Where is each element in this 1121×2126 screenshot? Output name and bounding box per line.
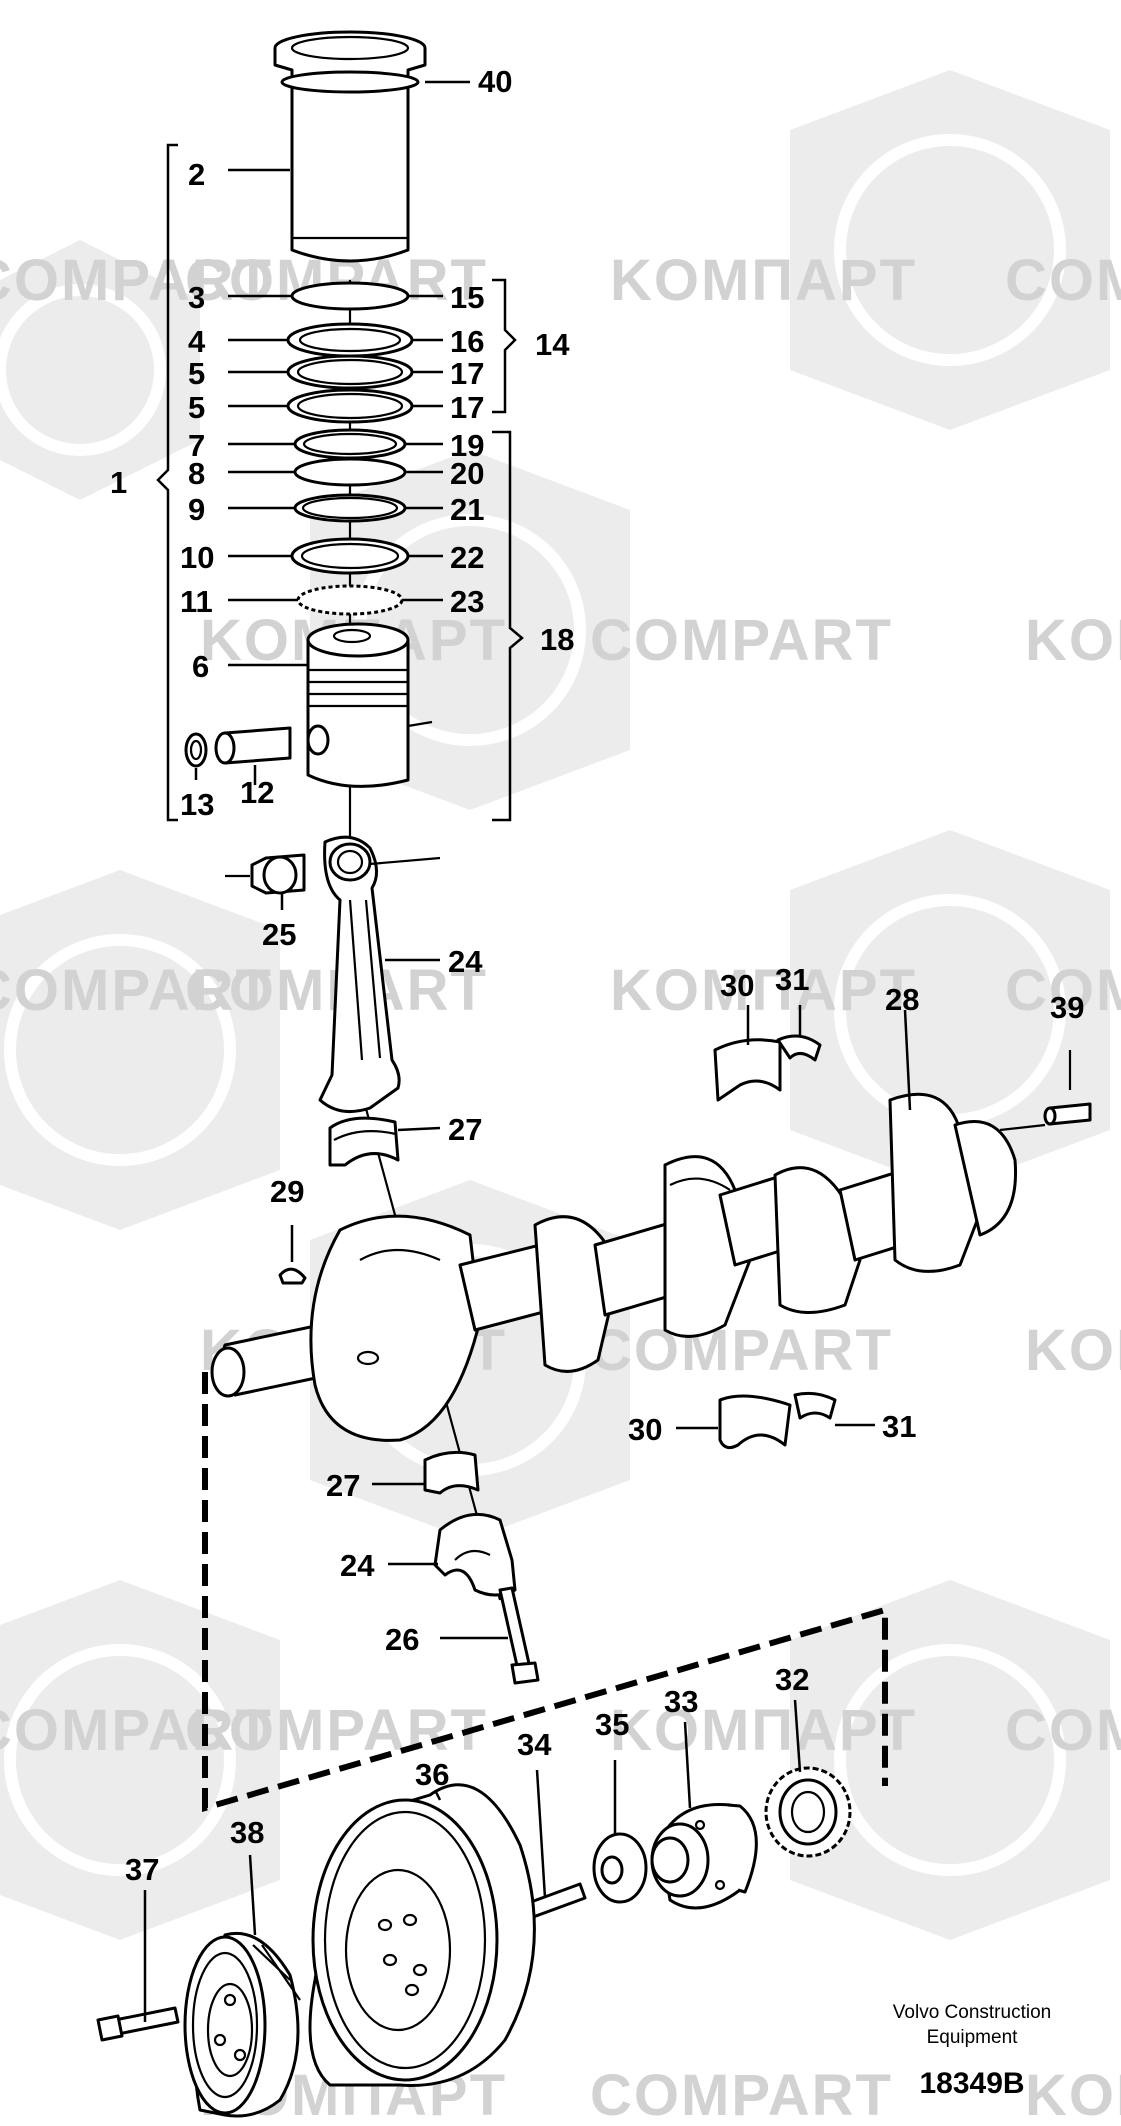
callout-14: 14 — [535, 327, 570, 362]
caption-line-2: Equipment — [927, 2027, 1019, 2048]
callout-labels: 40 2 3 4 5 5 7 8 9 10 11 6 1 15 16 17 17… — [110, 64, 1084, 1887]
watermark-tile — [790, 1580, 1110, 1940]
callout-8: 8 — [188, 456, 205, 491]
callout-22: 22 — [450, 540, 484, 575]
callout-18: 18 — [540, 622, 574, 657]
watermark-text: COMPART — [590, 608, 893, 673]
callout-40: 40 — [478, 64, 512, 99]
callout-33: 33 — [664, 1684, 698, 1719]
connecting-rod — [225, 835, 441, 1114]
callout-27: 27 — [326, 1468, 360, 1503]
callout-7: 7 — [188, 428, 205, 463]
crankshaft — [210, 1092, 1046, 1442]
callout-2: 2 — [188, 157, 205, 192]
callout-16: 16 — [450, 324, 484, 359]
piston-rings — [286, 281, 414, 616]
callout-30: 30 — [628, 1412, 662, 1447]
callout-9: 9 — [188, 492, 205, 527]
pulley-bolt — [96, 2006, 180, 2042]
big-end-bearing-lower — [423, 1450, 480, 1495]
watermark-tile — [0, 870, 280, 1230]
watermark-text: COMPART — [1005, 248, 1121, 313]
callout-29: 29 — [270, 1174, 304, 1209]
watermark-text: COMPART — [0, 958, 273, 1023]
watermark-text: COMPART — [590, 2063, 893, 2126]
document-number: 18349B — [919, 2067, 1024, 2100]
callout-38: 38 — [230, 1815, 264, 1850]
watermark-text: COMPART — [185, 1698, 488, 1763]
main-bearing-lower — [718, 1391, 837, 1450]
watermark-text: COMPART — [0, 248, 273, 313]
callout-25: 25 — [262, 917, 296, 952]
washer — [592, 1832, 648, 1904]
watermark-text: KOMПAPT — [1025, 1318, 1121, 1383]
watermark-text: KOMПAPT — [1025, 608, 1121, 673]
callout-30: 30 — [720, 968, 754, 1003]
callout-5: 5 — [188, 390, 205, 425]
watermark-text: COMPART — [0, 1698, 273, 1763]
watermark-tile — [0, 240, 200, 500]
leader-lines — [143, 80, 912, 2022]
watermark-text: KOMПAPT — [1025, 2063, 1121, 2126]
callout-6: 6 — [192, 649, 209, 684]
callout-24: 24 — [340, 1548, 375, 1583]
callout-13: 13 — [180, 787, 214, 822]
watermark-layer: COMPART COMPART KOMПAPT COMPART KOMПAPT … — [0, 70, 1121, 2126]
callout-31: 31 — [882, 1409, 916, 1444]
vibration-damper — [308, 1783, 536, 2087]
callout-23: 23 — [450, 584, 484, 619]
caption-line-1: Volvo Construction — [893, 2002, 1051, 2023]
callout-10: 10 — [180, 540, 214, 575]
callout-36: 36 — [415, 1757, 449, 1792]
big-end-bearing-upper — [328, 1116, 400, 1167]
main-bearing-upper — [713, 1034, 822, 1102]
woodruff-key — [278, 1267, 307, 1285]
watermark-text: COMPART — [1005, 1698, 1121, 1763]
callout-17: 17 — [450, 356, 484, 391]
crank-gear — [764, 1766, 852, 1858]
brackets — [156, 143, 524, 822]
callout-34: 34 — [517, 1727, 552, 1762]
callout-31: 31 — [775, 962, 809, 997]
callout-4: 4 — [188, 324, 206, 359]
callout-21: 21 — [450, 492, 484, 527]
callout-26: 26 — [385, 1622, 419, 1657]
dashed-frame — [202, 1372, 888, 1812]
callout-32: 32 — [775, 1662, 809, 1697]
watermark-text: COMPART — [590, 1318, 893, 1383]
callout-17: 17 — [450, 390, 484, 425]
piston — [306, 622, 433, 788]
callout-39: 39 — [1050, 990, 1084, 1025]
callout-35: 35 — [595, 1707, 629, 1742]
rod-bolt — [498, 1586, 540, 1685]
callout-27: 27 — [448, 1112, 482, 1147]
rod-cap — [433, 1512, 517, 1597]
cylinder-liner — [273, 30, 427, 263]
watermark-text: COMPART — [1005, 958, 1121, 1023]
callout-20: 20 — [450, 456, 484, 491]
callout-19: 19 — [450, 428, 484, 463]
caption-block: Volvo Construction Equipment 18349B — [893, 2002, 1051, 2100]
watermark-tile — [790, 70, 1110, 430]
dowel-pin — [1043, 1050, 1092, 1126]
callout-5: 5 — [188, 356, 205, 391]
watermark-text: KOMПAPT — [610, 958, 917, 1023]
piston-pin — [184, 726, 292, 768]
callout-28: 28 — [885, 982, 919, 1017]
watermark-text: KOMПAPT — [610, 1698, 917, 1763]
callout-24: 24 — [448, 944, 483, 979]
callout-3: 3 — [188, 280, 205, 315]
callout-15: 15 — [450, 280, 484, 315]
pulley-hub — [650, 1802, 758, 1910]
callout-1: 1 — [110, 465, 127, 500]
watermark-tile — [0, 1580, 280, 1940]
callout-12: 12 — [240, 775, 274, 810]
callout-37: 37 — [125, 1852, 159, 1887]
watermark-text: KOMПAPT — [610, 248, 917, 313]
belt-pulley — [183, 1931, 301, 2118]
callout-11: 11 — [180, 584, 213, 619]
